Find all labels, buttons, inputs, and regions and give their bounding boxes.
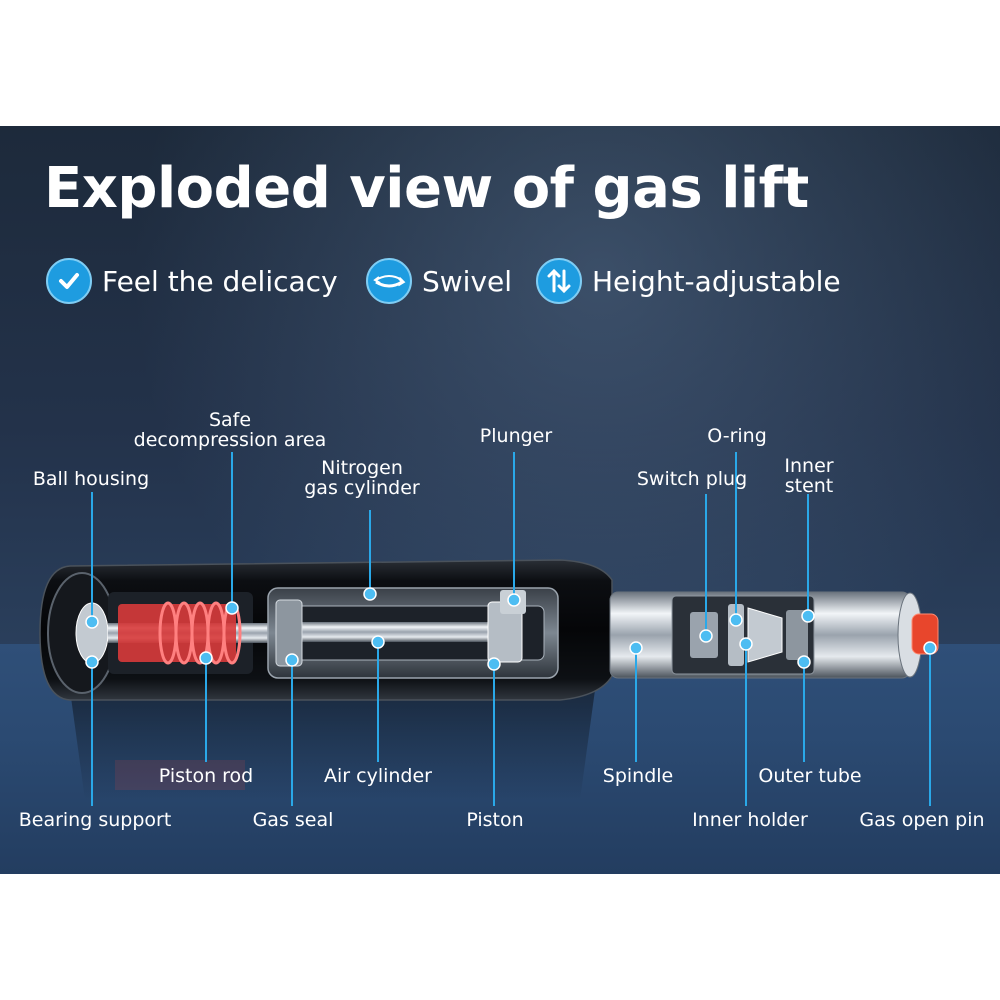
label-line: Nitrogen (321, 457, 403, 479)
feature-label: Feel the delicacy (102, 264, 338, 298)
label-line: decompression area (133, 429, 327, 451)
feature-delicacy: Feel the delicacy (46, 256, 338, 306)
label-inner-holder: Inner holder (692, 809, 808, 831)
label-nitrogen-gas-cylinder: Nitrogen gas cylinder (304, 458, 420, 498)
up-down-arrows-icon (536, 258, 582, 304)
callout-dots (85, 587, 937, 671)
callout-lines (91, 452, 931, 806)
label-piston: Piston (466, 809, 524, 831)
label-gas-seal: Gas seal (252, 809, 334, 831)
label-outer-tube: Outer tube (758, 765, 862, 787)
piston-shaft (296, 622, 518, 642)
label-safe-decompression-area: Safe decompression area (134, 410, 327, 450)
body-reflection (70, 690, 595, 800)
label-bearing-support: Bearing support (18, 809, 172, 831)
label-ball-housing: Ball housing (32, 468, 150, 490)
inner-stent-part (786, 610, 808, 660)
label-spindle: Spindle (602, 765, 674, 787)
feature-label: Height-adjustable (592, 264, 841, 298)
spring-coils (158, 601, 242, 665)
feature-label: Swivel (422, 264, 513, 298)
spring-reflection (115, 760, 245, 790)
label-piston-rod: Piston rod (158, 765, 254, 787)
label-inner-stent: Inner stent (784, 456, 833, 496)
label-o-ring: O-ring (707, 425, 767, 447)
swivel-arrows-icon (366, 258, 412, 304)
label-line: gas cylinder (304, 477, 420, 499)
label-plunger: Plunger (479, 425, 553, 447)
page-title: Exploded view of gas lift (44, 156, 809, 221)
label-line: Safe (208, 409, 252, 431)
feature-swivel: Swivel (366, 256, 512, 306)
label-line: stent (784, 475, 834, 497)
feature-height: Height-adjustable (536, 256, 841, 306)
label-gas-open-pin: Gas open pin (859, 809, 985, 831)
label-switch-plug: Switch plug (636, 468, 748, 490)
label-line: Inner (784, 455, 834, 477)
inner-holder-part (747, 607, 783, 663)
check-icon (46, 258, 92, 304)
label-air-cylinder: Air cylinder (324, 765, 432, 787)
